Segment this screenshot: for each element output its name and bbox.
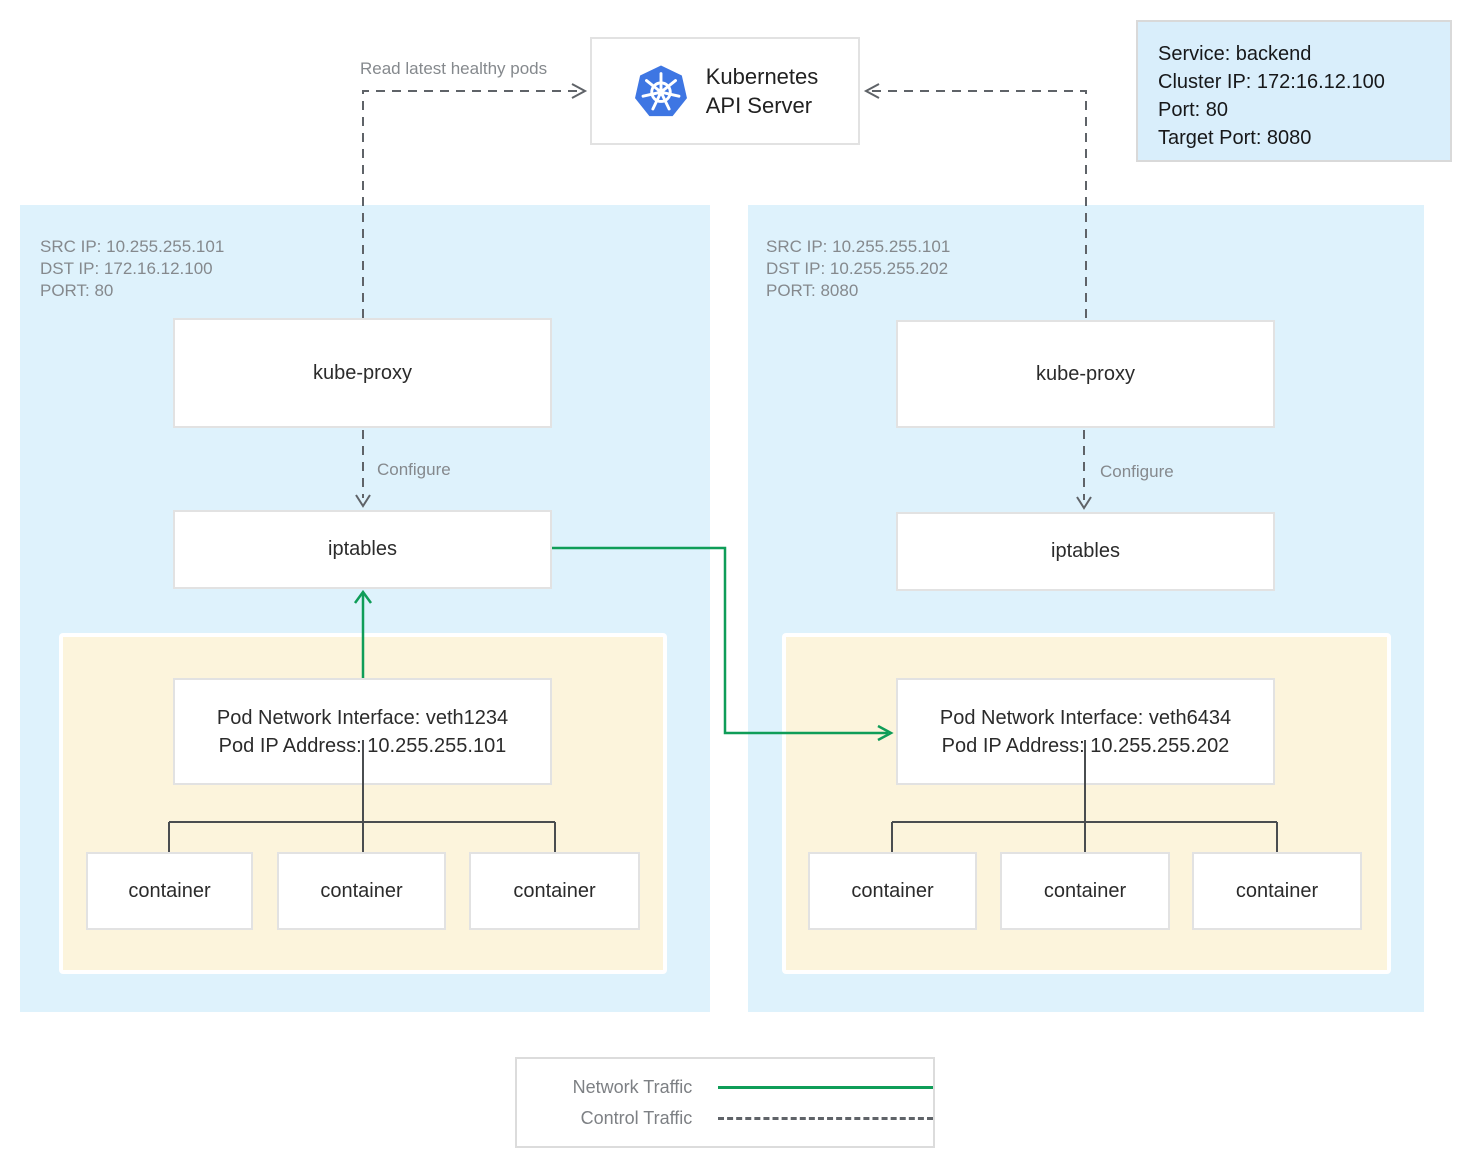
container-label: container: [1235, 879, 1319, 902]
service-name: Service: backend: [1158, 43, 1312, 65]
pod-interface-left-line2: Pod IP Address: 10.255.255.101: [218, 734, 507, 757]
container-box: container: [1000, 852, 1170, 930]
node-right-port: PORT: 8080: [766, 281, 859, 300]
iptables-left-label: iptables: [328, 538, 397, 560]
kubernetes-logo-icon: [632, 62, 690, 120]
iptables-right-box: iptables: [896, 512, 1275, 591]
legend-network-traffic-row: Network Traffic: [517, 1077, 933, 1098]
pod-interface-right-line2: Pod IP Address: 10.255.255.202: [941, 734, 1230, 757]
node-left-dst-ip: DST IP: 172.16.12.100: [40, 259, 213, 278]
container-label: container: [1043, 879, 1127, 902]
kube-proxy-left-label: kube-proxy: [313, 361, 412, 384]
pod-interface-right-line1: Pod Network Interface: veth6434: [939, 706, 1232, 729]
service-port: Port: 80: [1158, 99, 1229, 121]
api-server-title-line2: API Server: [705, 93, 813, 118]
iptables-left-box: iptables: [173, 510, 552, 589]
container-box: container: [469, 852, 640, 930]
kubernetes-api-server-box: Kubernetes API Server: [590, 37, 860, 145]
configure-right-label: Configure: [1100, 462, 1174, 481]
container-box: container: [86, 852, 253, 930]
api-server-title-line1: Kubernetes: [705, 64, 819, 89]
legend-box: Network Traffic Control Traffic: [515, 1057, 935, 1148]
node-left-meta: SRC IP: 10.255.255.101 DST IP: 172.16.12…: [40, 236, 224, 302]
kube-proxy-right-label: kube-proxy: [1036, 362, 1135, 385]
container-box: container: [1192, 852, 1362, 930]
container-label: container: [128, 879, 211, 902]
control-traffic-line-sample: [718, 1116, 933, 1120]
service-cluster-ip: Cluster IP: 172:16.12.100: [1158, 71, 1385, 93]
container-box: container: [808, 852, 977, 930]
arrowhead-right-icon: [571, 83, 588, 99]
service-info-box: Service: backend Cluster IP: 172:16.12.1…: [1136, 20, 1452, 162]
kube-proxy-left-box: kube-proxy: [173, 318, 552, 428]
node-left-port: PORT: 80: [40, 281, 114, 300]
kube-proxy-right-box: kube-proxy: [896, 320, 1275, 428]
arrowhead-left-icon: [863, 83, 880, 99]
iptables-right-label: iptables: [1051, 540, 1120, 562]
read-latest-healthy-pods-label: Read latest healthy pods: [360, 59, 548, 78]
legend-network-traffic-label: Network Traffic: [572, 1076, 693, 1097]
service-target-port: Target Port: 8080: [1158, 127, 1312, 149]
pod-interface-left-box: Pod Network Interface: veth1234 Pod IP A…: [173, 678, 552, 785]
container-label: container: [320, 879, 403, 902]
node-left-src-ip: SRC IP: 10.255.255.101: [40, 237, 225, 256]
configure-left-label: Configure: [377, 460, 451, 479]
legend-control-traffic-label: Control Traffic: [580, 1107, 693, 1128]
api-server-title: Kubernetes API Server: [706, 62, 819, 120]
legend-control-traffic-row: Control Traffic: [517, 1108, 933, 1129]
node-right-meta: SRC IP: 10.255.255.101 DST IP: 10.255.25…: [766, 236, 950, 302]
node-right-src-ip: SRC IP: 10.255.255.101: [766, 237, 951, 256]
pod-interface-right-box: Pod Network Interface: veth6434 Pod IP A…: [896, 678, 1275, 785]
container-box: container: [277, 852, 446, 930]
node-right-dst-ip: DST IP: 10.255.255.202: [766, 259, 949, 278]
pod-interface-left-line1: Pod Network Interface: veth1234: [216, 706, 509, 729]
container-label: container: [851, 879, 934, 902]
container-label: container: [513, 879, 596, 902]
network-traffic-line-sample: [718, 1085, 933, 1089]
